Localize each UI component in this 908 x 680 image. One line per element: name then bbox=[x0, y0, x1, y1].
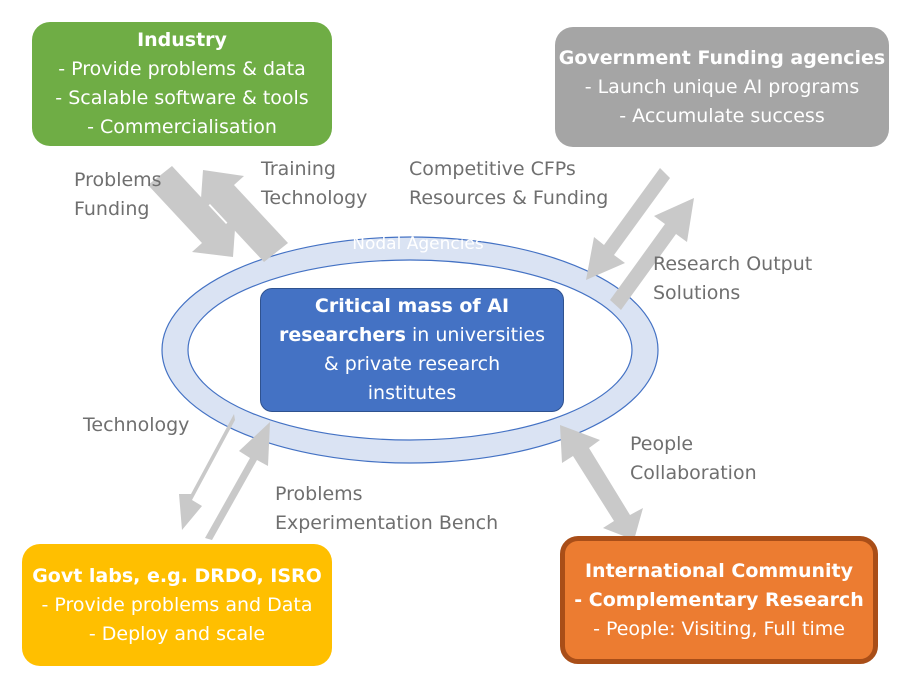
center-bold-text: Critical mass of AI researchers bbox=[278, 295, 510, 346]
label-line: Collaboration bbox=[630, 462, 757, 484]
industry-item: - Scalable software & tools bbox=[55, 87, 309, 109]
govt-labs-item: - Provide problems and Data bbox=[41, 593, 313, 616]
label-line: People bbox=[630, 433, 694, 455]
arrow-ring-to-industry bbox=[200, 170, 288, 262]
international-item: - Complementary Research bbox=[574, 588, 864, 611]
arrow-ring-to-govt bbox=[610, 198, 694, 310]
international-item: - People: Visiting, Full time bbox=[593, 617, 845, 640]
government-funding-item: - Accumulate success bbox=[619, 104, 825, 127]
label-cfps-resources: Competitive CFPs Resources & Funding bbox=[409, 155, 608, 213]
government-funding-item: - Launch unique AI programs bbox=[584, 75, 860, 98]
center-line-3: institutes bbox=[367, 382, 457, 404]
govt-labs-title: Govt labs, e.g. DRDO, ISRO bbox=[32, 564, 322, 587]
label-line: Competitive CFPs bbox=[409, 158, 576, 180]
label-research-output: Research Output Solutions bbox=[653, 250, 812, 308]
label-line: Experimentation Bench bbox=[275, 512, 499, 534]
arrow-ring-international bbox=[560, 425, 643, 540]
government-funding-box: Government Funding agencies - Launch uni… bbox=[555, 27, 889, 147]
label-line: Funding bbox=[74, 198, 150, 220]
govt-labs-item: - Deploy and scale bbox=[88, 622, 266, 645]
flow-arrows bbox=[148, 166, 694, 540]
industry-item: - Provide problems & data bbox=[58, 58, 306, 80]
label-problems-funding: Problems Funding bbox=[74, 166, 162, 224]
international-community-box: International Community - Complementary … bbox=[560, 536, 878, 664]
arrow-labs-to-ring bbox=[205, 422, 270, 540]
label-line: Problems bbox=[275, 483, 363, 505]
label-line: Problems bbox=[74, 169, 162, 191]
arrow-industry-to-ring bbox=[148, 166, 236, 257]
center-researchers-box: Critical mass of AI researchers in unive… bbox=[260, 288, 564, 412]
industry-item: - Commercialisation bbox=[87, 116, 277, 138]
industry-title: Industry bbox=[137, 29, 227, 51]
label-line: Resources & Funding bbox=[409, 187, 609, 209]
label-line: Technology bbox=[261, 187, 368, 209]
label-technology: Technology bbox=[83, 414, 190, 436]
label-problems-bench: Problems Experimentation Bench bbox=[275, 480, 498, 538]
nodal-agencies-label: Nodal Agencies bbox=[352, 234, 484, 254]
industry-box: Industry - Provide problems & data - Sca… bbox=[32, 22, 332, 146]
label-line: Training bbox=[261, 158, 336, 180]
center-line-1: Critical mass of AI researchers in unive… bbox=[261, 292, 563, 350]
arrow-govt-to-ring bbox=[586, 168, 670, 280]
government-funding-title: Government Funding agencies bbox=[558, 46, 886, 69]
label-line: Research Output bbox=[653, 253, 813, 275]
label-training-technology: Training Technology bbox=[261, 155, 367, 213]
arrow-ring-to-labs bbox=[179, 414, 235, 530]
label-line: Solutions bbox=[653, 282, 741, 304]
govt-labs-box: Govt labs, e.g. DRDO, ISRO - Provide pro… bbox=[22, 544, 332, 666]
label-people-collaboration: People Collaboration bbox=[630, 430, 757, 488]
international-title: International Community bbox=[584, 559, 854, 582]
center-text: in universities bbox=[405, 324, 545, 346]
center-line-2: & private research bbox=[323, 353, 501, 375]
